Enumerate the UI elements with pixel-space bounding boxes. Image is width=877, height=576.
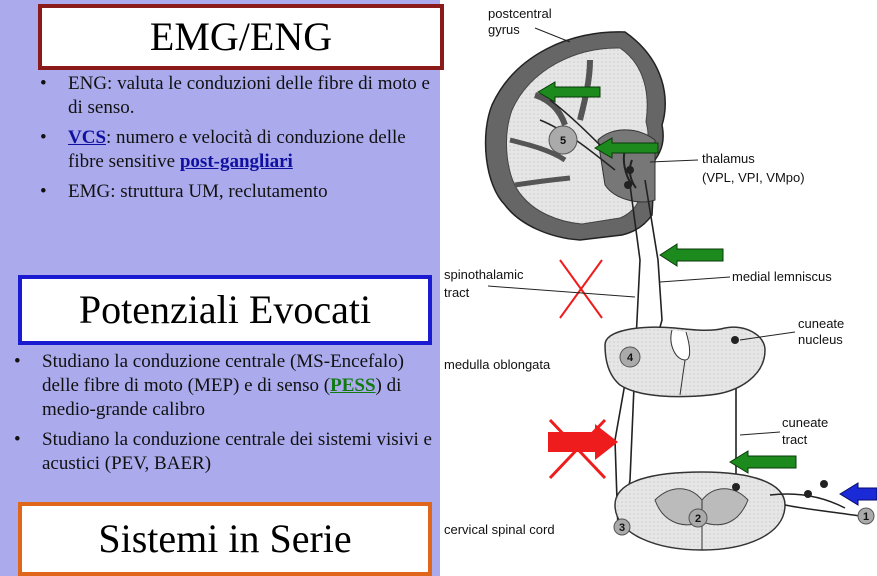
marker-5 <box>548 125 578 155</box>
list-item: • EMG: struttura UM, reclutamento <box>40 180 430 204</box>
title-potenziali-evocati: Potenziali Evocati <box>18 275 432 345</box>
marker-2 <box>688 508 708 528</box>
bullet-icon: • <box>40 73 47 94</box>
thalamus-nucleus-dot <box>626 166 634 174</box>
bullet-icon: • <box>14 429 21 450</box>
title-sistemi-in-serie: Sistemi in Serie <box>18 502 432 576</box>
dorsal-root-dot <box>820 480 828 488</box>
label-thalamus-nuclei: (VPL, VPI, VMpo) <box>702 170 805 185</box>
pess-link[interactable]: PESS <box>330 375 376 396</box>
somatosensory-pathway-figure: 5 4 2 3 1 <box>444 6 877 551</box>
label-tract: tract <box>444 285 470 300</box>
label-postcentral: postcentral <box>488 6 552 21</box>
red-cross-icon <box>559 259 603 319</box>
cuneate-nucleus-dot <box>731 336 739 344</box>
title-emg-eng: EMG/ENG <box>38 4 444 70</box>
marker-2-label: 2 <box>695 513 701 525</box>
list-item-text: EMG: struttura UM, reclutamento <box>68 181 328 202</box>
marker-4 <box>619 346 641 368</box>
list-item: • VCS: numero e velocità di conduzione de… <box>40 126 430 174</box>
leader-line <box>487 285 636 298</box>
list-item: • Studiano la conduzione centrale dei sis… <box>14 428 434 476</box>
list-item-text: Studiano la conduzione centrale dei sist… <box>42 429 432 474</box>
eng-bullet-list: • ENG: valuta le conduzioni delle fibre d… <box>40 72 430 210</box>
pe-bullet-list: • Studiano la conduzione centrale (MS-Enc… <box>14 350 434 482</box>
blue-arrow-icon <box>839 482 877 506</box>
green-arrow-icon <box>594 137 659 159</box>
list-item-text: Studiano la conduzione centrale (MS-Ence… <box>42 351 404 396</box>
bullet-icon: • <box>40 181 47 202</box>
cord-nucleus-dot <box>732 483 740 491</box>
post-gangliari-link[interactable]: post-gangliari <box>179 151 293 172</box>
bullet-icon: • <box>14 351 21 372</box>
marker-1-label: 1 <box>863 511 869 523</box>
label-cervical: cervical spinal cord <box>444 522 555 537</box>
marker-3-label: 3 <box>619 522 625 534</box>
marker-5-label: 5 <box>560 135 566 147</box>
list-item-text: ) di medio-grande calibro <box>42 375 402 420</box>
marker-1 <box>857 507 875 525</box>
green-arrow-icon <box>729 450 797 474</box>
list-item: • ENG: valuta le conduzioni delle fibre d… <box>40 72 430 120</box>
label-nucleus: nucleus <box>798 332 843 347</box>
label-thalamus: thalamus <box>702 151 755 166</box>
red-cross-icon <box>548 418 607 480</box>
label-cuneate: cuneate <box>798 316 844 331</box>
leader-line <box>659 276 731 283</box>
label-cuneate-tract-2: tract <box>782 432 808 447</box>
medulla-section <box>604 326 766 398</box>
leader-line <box>649 159 699 163</box>
vcs-link[interactable]: VCS <box>68 127 107 148</box>
green-arrow-icon <box>537 81 601 103</box>
label-spinothalamic: spinothalamic <box>444 267 524 282</box>
list-item-text: ENG: valuta le conduzioni delle fibre di… <box>68 73 430 118</box>
dorsal-root-dot <box>804 490 812 498</box>
bullet-icon: • <box>40 127 47 148</box>
label-gyrus: gyrus <box>488 22 520 37</box>
list-item: • Studiano la conduzione centrale (MS-Enc… <box>14 350 434 422</box>
list-item-text: : numero e velocità di conduzione delle … <box>68 127 406 172</box>
label-cuneate-tract-1: cuneate <box>782 415 828 430</box>
leader-line <box>534 27 571 43</box>
leader-line <box>739 331 796 341</box>
label-medulla: medulla oblongata <box>444 357 551 372</box>
leader-line <box>739 431 781 436</box>
label-medial-lemniscus: medial lemniscus <box>732 269 832 284</box>
marker-4-label: 4 <box>627 352 634 364</box>
marker-3 <box>613 518 631 536</box>
green-arrow-icon <box>659 243 724 267</box>
